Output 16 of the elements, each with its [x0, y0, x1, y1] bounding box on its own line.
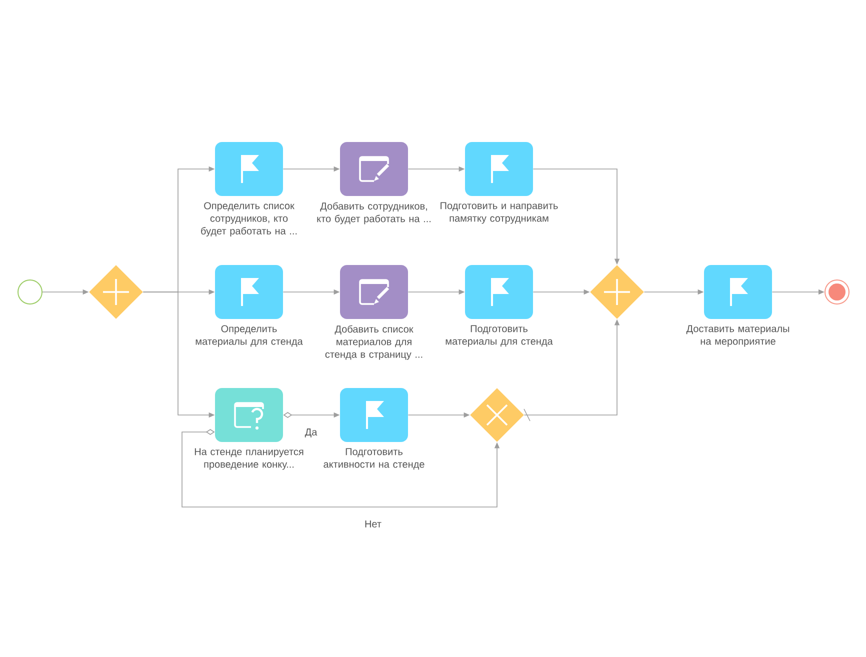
exclusive-gateway-diamond [470, 388, 524, 442]
start-event-circle [18, 280, 42, 304]
task-label: Определить список сотрудников, кто будет работать на ... [201, 202, 297, 236]
parallel-gateway-diamond [590, 265, 644, 319]
edge-label: Да [303, 427, 319, 439]
task-label: Доставить материалы на мероприятие [686, 325, 790, 347]
task-label: На стенде планируется проведение конку... [194, 448, 304, 470]
parallel-gateway-diamond [89, 265, 143, 319]
task-label: Добавить список материалов для стенда в страницу ... [325, 325, 422, 360]
task-label: Добавить сотрудников, кто будет работать на ... [317, 202, 431, 224]
task-label: Подготовить материалы для стенда [446, 325, 553, 347]
edge-label: Нет [363, 519, 384, 529]
task-label: Подготовить и направить памятку сотрудникам [440, 202, 558, 224]
task-label: Определить материалы для стенда [196, 325, 303, 347]
task-label: Подготовить активности на стенде [324, 448, 424, 470]
end-event-circle [824, 280, 850, 304]
